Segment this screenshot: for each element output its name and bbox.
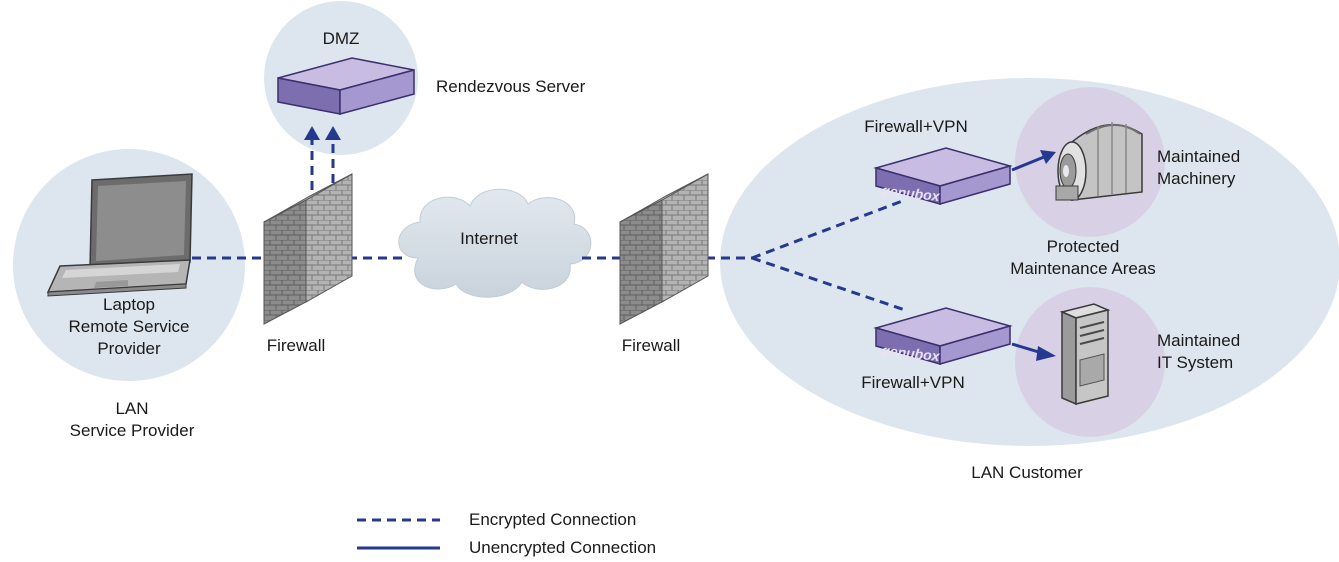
genubox-icon: genubox bbox=[873, 307, 1013, 365]
machinery-line1: Maintained bbox=[1157, 147, 1241, 166]
laptop-label-line3: Provider bbox=[97, 339, 161, 358]
it-system-line1: Maintained bbox=[1157, 331, 1241, 350]
dmz-arrowhead-right bbox=[325, 126, 341, 140]
firewall-left-label: Firewall bbox=[266, 336, 326, 355]
genubox-brand-top: genubox bbox=[880, 182, 942, 204]
internet-label: Internet bbox=[460, 229, 518, 248]
vpn-top-to-machinery-link bbox=[1011, 155, 1045, 172]
legend-unencrypted-label: Unencrypted Connection bbox=[469, 538, 657, 557]
lan-provider-line2: Service Provider bbox=[69, 421, 195, 440]
vpn-box-top: genubox bbox=[873, 147, 1013, 205]
vpn-bottom-label: Firewall+VPN bbox=[861, 373, 965, 392]
lan-provider-label: LAN Service Provider bbox=[70, 398, 195, 442]
firewall-right bbox=[619, 173, 709, 325]
unencrypted-links bbox=[1011, 150, 1056, 361]
genubox-brand-bottom: genubox bbox=[880, 342, 942, 364]
laptop-label: Laptop Remote Service Provider bbox=[69, 294, 190, 360]
machinery-label: Maintained Machinery bbox=[1157, 146, 1240, 190]
tower-pc-icon bbox=[1059, 303, 1111, 406]
rendezvous-server-label: Rendezvous Server bbox=[436, 77, 586, 96]
vpn-bottom-to-it-link bbox=[1011, 342, 1043, 355]
it-system-line2: IT System bbox=[1157, 353, 1234, 372]
dmz-arrowhead-left bbox=[304, 126, 320, 140]
dmz-arrowheads bbox=[304, 126, 341, 140]
firewall-right-label: Firewall bbox=[621, 336, 681, 355]
protected-areas-label: Protected Maintenance Areas bbox=[1010, 236, 1156, 280]
vpn-top-label: Firewall+VPN bbox=[864, 117, 968, 136]
genubox-icon: genubox bbox=[873, 147, 1013, 205]
firewall-left bbox=[263, 173, 353, 325]
laptop-label-line2: Remote Service bbox=[68, 317, 190, 336]
firewall-icon bbox=[263, 173, 353, 325]
machinery-arrowhead bbox=[1040, 150, 1056, 164]
legend-encrypted-label: Encrypted Connection bbox=[469, 510, 637, 529]
server-box-icon bbox=[277, 57, 415, 115]
machinery-icon bbox=[1055, 122, 1143, 201]
it-system-label: Maintained IT System bbox=[1157, 330, 1240, 374]
dmz-title: DMZ bbox=[322, 29, 360, 48]
cloud-icon bbox=[398, 188, 592, 298]
laptop-icon bbox=[46, 173, 193, 297]
legend bbox=[357, 518, 440, 550]
lan-provider-line1: LAN bbox=[115, 399, 149, 418]
protected-line1: Protected bbox=[1046, 237, 1120, 256]
lan-customer-label: LAN Customer bbox=[971, 463, 1083, 482]
lan-customer-zone bbox=[720, 78, 1339, 446]
laptop-label-line1: Laptop bbox=[103, 295, 155, 314]
hub-to-vpn-top-link bbox=[751, 198, 906, 260]
machinery-line2: Machinery bbox=[1157, 169, 1236, 188]
firewall-icon bbox=[619, 173, 709, 325]
protected-line2: Maintenance Areas bbox=[1010, 259, 1156, 278]
vpn-box-bottom: genubox bbox=[873, 307, 1013, 365]
it-arrowhead bbox=[1036, 346, 1056, 361]
hub-to-vpn-bottom-link bbox=[751, 256, 906, 312]
